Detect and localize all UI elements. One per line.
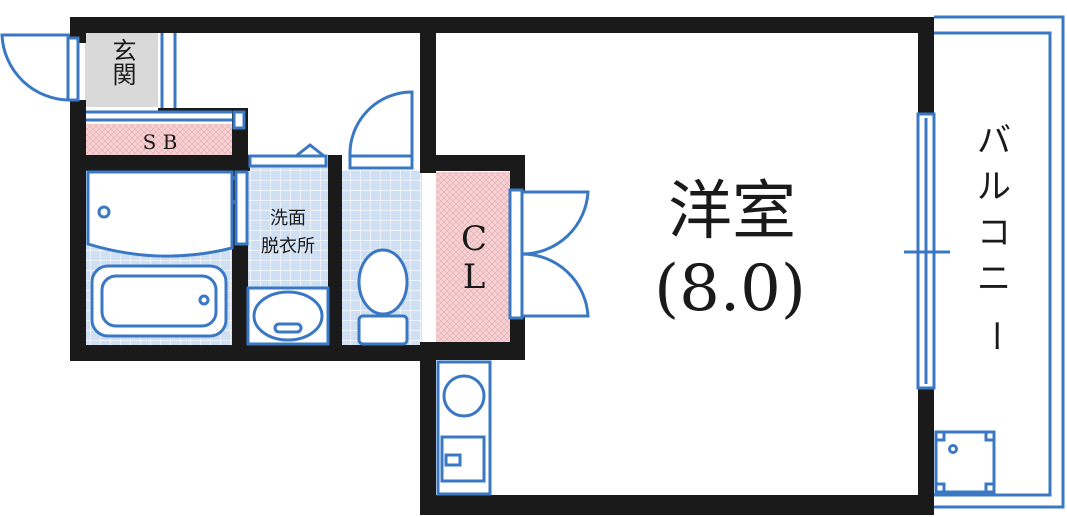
balcony-railing xyxy=(934,15,1065,509)
shoe-box-floor xyxy=(85,124,232,155)
closet-label-c: C xyxy=(461,219,487,259)
entrance-door[interactable] xyxy=(0,33,80,102)
toilet-door[interactable] xyxy=(348,90,414,170)
laundry-space xyxy=(436,360,492,496)
western-room-size: (8.0) xyxy=(654,252,806,326)
closet-label-l: L xyxy=(463,257,486,297)
ac-unit xyxy=(934,430,996,494)
entrance-step xyxy=(86,33,246,130)
toilet xyxy=(357,248,409,346)
closet-doors[interactable] xyxy=(508,188,590,320)
svg-text:バ: バ xyxy=(977,121,1011,161)
entrance-label: 玄関 xyxy=(108,38,136,86)
balcony-label: バ ル コ ニ ー xyxy=(974,121,1014,353)
svg-text:ニ: ニ xyxy=(977,259,1011,299)
washroom-sink xyxy=(246,286,330,346)
walls xyxy=(70,17,934,515)
western-room-label: 洋室 xyxy=(668,175,796,249)
entrance-floor xyxy=(85,32,158,107)
svg-text:ル: ル xyxy=(977,167,1011,207)
svg-text:コ: コ xyxy=(977,213,1011,253)
svg-text:ー: ー xyxy=(974,319,1014,353)
washroom-label-1: 洗面 xyxy=(270,208,306,229)
closet-floor xyxy=(436,172,510,342)
bathroom-fixtures xyxy=(86,170,234,338)
shoe-box-label: S B xyxy=(143,130,178,154)
washroom-door[interactable] xyxy=(248,143,328,168)
washroom-label-2: 脱衣所 xyxy=(261,236,315,257)
balcony-window[interactable] xyxy=(904,112,950,390)
